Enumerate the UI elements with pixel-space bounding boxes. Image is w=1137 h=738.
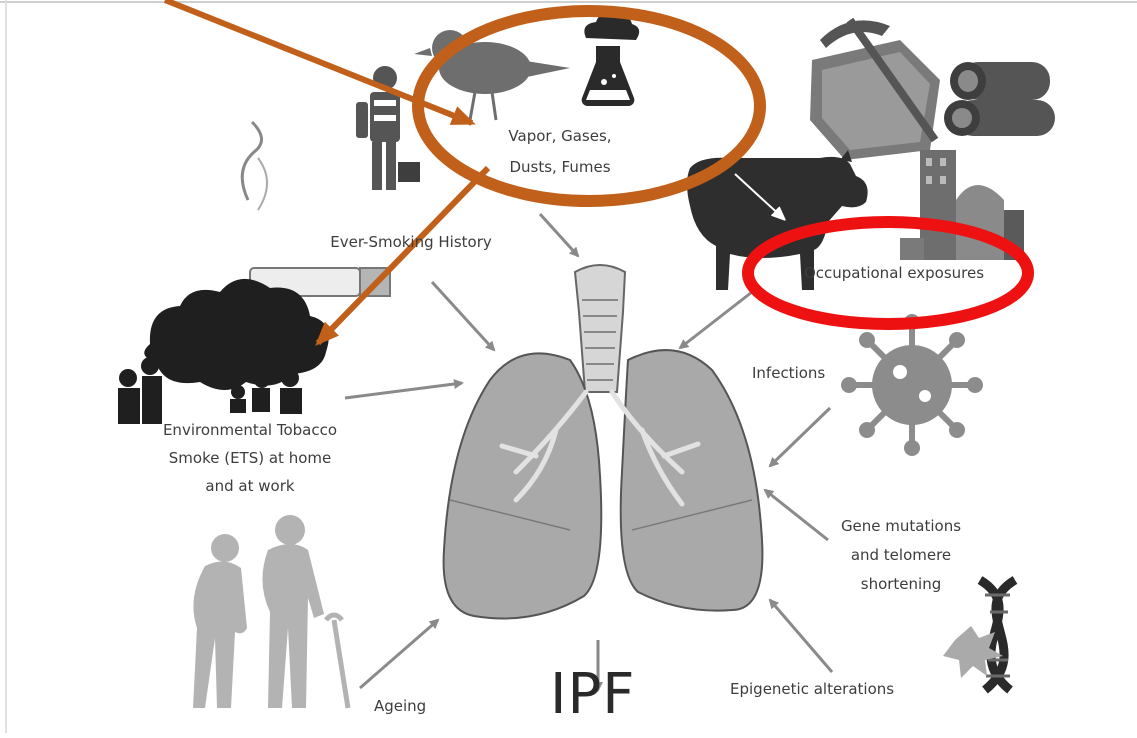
virus-icon [841, 314, 983, 456]
label-epigenetic: Epigenetic alterations [730, 677, 894, 701]
cigarette-icon [242, 122, 390, 296]
label-ets-3: and at work [120, 474, 380, 498]
label-ets-2: Smoke (ETS) at home [120, 446, 380, 470]
smoke-cloud-icon [118, 279, 329, 424]
label-ageing: Ageing [374, 694, 426, 718]
label-ets-1: Environmental Tobacco [120, 418, 380, 442]
label-gene-3: shortening [826, 572, 976, 596]
label-ipf: IPF [550, 662, 636, 727]
label-vapor: Vapor, Gases, [482, 124, 638, 148]
logs-icon [944, 62, 1055, 136]
orange-arrow-top [165, 0, 472, 123]
label-gene-1: Gene mutations [826, 514, 976, 538]
label-dusts: Dusts, Fumes [482, 155, 638, 179]
label-occupational: Occupational exposures [764, 261, 1024, 285]
pickaxe-mine-icon [810, 20, 940, 160]
elderly-couple-icon [193, 515, 348, 708]
lungs-icon [444, 265, 763, 619]
label-smoking: Ever-Smoking History [286, 230, 536, 254]
flask-icon [582, 14, 640, 106]
dna-icon [943, 580, 1015, 690]
label-infections: Infections [752, 361, 825, 385]
worker-icon [356, 66, 420, 190]
label-gene-2: and telomere [826, 543, 976, 567]
